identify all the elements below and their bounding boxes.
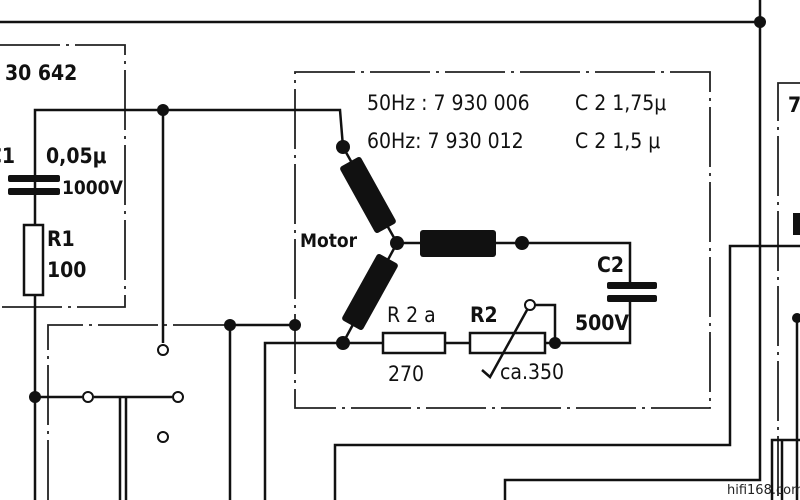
c1-value: 0,05μ: [46, 144, 107, 168]
c2-label: C2: [597, 253, 624, 277]
r2a-label: R 2 a: [387, 303, 436, 327]
resistor-r1: [22, 223, 45, 297]
switch-module-box: [47, 324, 230, 500]
variant-50hz: 50Hz : 7 930 006: [367, 91, 530, 115]
r2-value: ca.350: [500, 360, 564, 384]
r2-label: R2: [470, 303, 498, 327]
resistor-r2a: [381, 331, 447, 355]
variant-60hz: 60Hz: 7 930 012: [367, 129, 524, 153]
c2-60hz-value: C 2 1,5 μ: [575, 129, 660, 153]
motor-label: Motor: [300, 230, 358, 252]
motor-windings: [340, 157, 496, 330]
r1-label: R1: [47, 227, 75, 251]
watermark: hifi168.com: [727, 483, 800, 498]
c2-voltage: 500V: [575, 311, 629, 335]
left-part-number: 30 642: [5, 61, 77, 85]
left-module-box: [0, 44, 126, 308]
right-module-box: [777, 82, 800, 500]
c2-50hz-value: C 2 1,75μ: [575, 91, 666, 115]
junction-dots: [29, 16, 800, 403]
variable-resistor-arrow: [481, 299, 536, 379]
c1-label: C1: [0, 144, 15, 168]
r1-value: 100: [47, 258, 86, 282]
switch-contacts: [82, 344, 184, 443]
right-component-fragment: [793, 213, 800, 235]
r2a-value: 270: [388, 362, 424, 386]
c1-voltage: 1000V: [62, 177, 124, 199]
capacitor-c1: [8, 175, 60, 195]
right-box-label: 7: [788, 93, 800, 117]
capacitor-c2: [607, 282, 657, 302]
motor-module-box: [294, 71, 711, 409]
